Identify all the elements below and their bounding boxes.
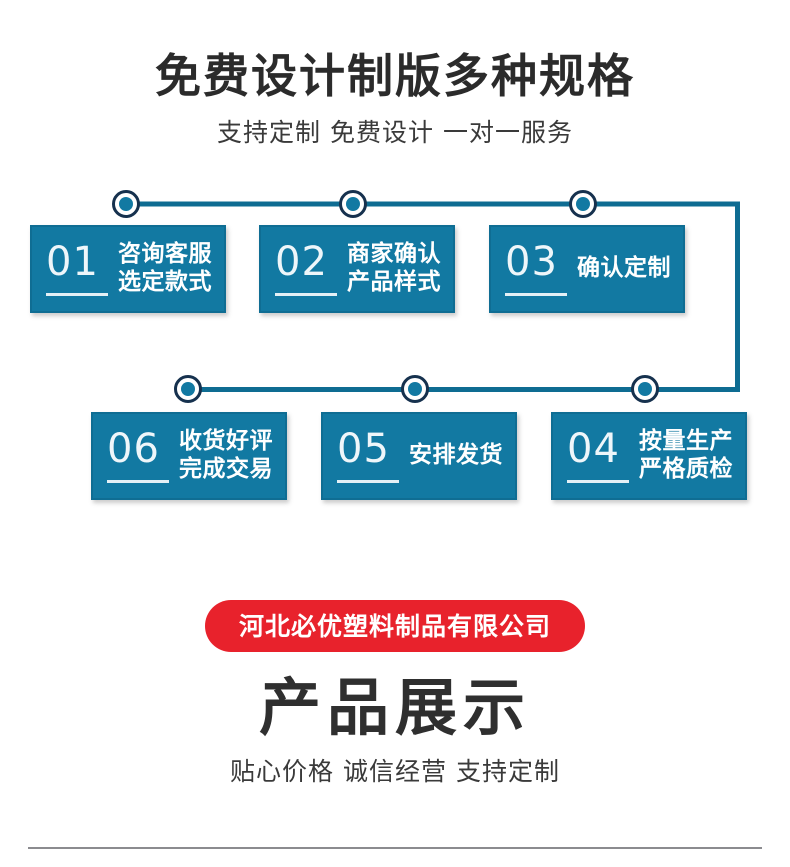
step-underline [107,479,169,483]
step-number-group: 05 [337,425,399,483]
step-number: 02 [275,238,328,285]
step-label: 商家确认 产品样式 [347,240,441,296]
step-underline [275,292,337,296]
flow-node-5 [401,375,429,403]
page-title: 免费设计制版多种规格 [155,49,635,103]
step-number-group: 01 [46,238,108,296]
step-number-group: 04 [567,425,629,483]
step-number: 03 [505,238,558,285]
step-label: 确认定制 [577,254,671,282]
step-label: 收货好评 完成交易 [179,427,273,483]
section-title: 产品展示 [258,671,531,744]
company-name-badge: 河北必优塑料制品有限公司 [204,600,585,652]
step-number: 04 [567,425,620,472]
step-label-line1: 按量生产 [639,427,733,454]
step-card-03[interactable]: 03 确认定制 [489,225,685,313]
bottom-divider [28,847,762,849]
brand-section: 河北必优塑料制品有限公司 产品展示 贴心价格 诚信经营 支持定制 [0,600,790,788]
step-label-line1: 安排发货 [409,441,503,468]
step-card-02[interactable]: 02 商家确认 产品样式 [259,225,455,313]
step-card-04[interactable]: 04 按量生产 严格质检 [551,412,747,500]
flow-node-6 [174,375,202,403]
section-subtitle: 贴心价格 诚信经营 支持定制 [230,757,560,787]
step-label-line2: 严格质检 [639,456,733,482]
step-underline [337,479,399,483]
step-card-05[interactable]: 05 安排发货 [321,412,517,500]
step-label-line1: 咨询客服 [118,240,212,267]
step-label: 安排发货 [409,441,503,469]
step-underline [505,292,567,296]
step-card-06[interactable]: 06 收货好评 完成交易 [91,412,287,500]
step-label-line1: 收货好评 [179,427,273,454]
step-card-01[interactable]: 01 咨询客服 选定款式 [30,225,226,313]
flow-node-4 [631,375,659,403]
step-underline [46,292,108,296]
step-number: 01 [46,238,99,285]
step-number-group: 02 [275,238,337,296]
step-label-line1: 确认定制 [577,254,671,281]
flow-node-2 [339,190,367,218]
step-number: 05 [337,425,390,472]
page-header: 免费设计制版多种规格 支持定制 免费设计 一对一服务 [0,50,790,149]
step-number-group: 06 [107,425,169,483]
step-label: 按量生产 严格质检 [639,427,733,483]
step-number: 06 [107,425,160,472]
step-label-line2: 完成交易 [179,456,273,482]
step-number-group: 03 [505,238,567,296]
step-label: 咨询客服 选定款式 [118,240,212,296]
step-label-line2: 选定款式 [118,269,212,295]
process-flow-diagram: 01 咨询客服 选定款式 02 商家确认 产品样式 03 确认定制 06 [0,180,790,525]
step-label-line2: 产品样式 [347,269,441,295]
flow-connector-lines [112,190,740,403]
flow-node-1 [112,190,140,218]
step-underline [567,479,629,483]
page-subtitle: 支持定制 免费设计 一对一服务 [217,117,573,147]
step-label-line1: 商家确认 [347,240,441,267]
flow-node-3 [569,190,597,218]
